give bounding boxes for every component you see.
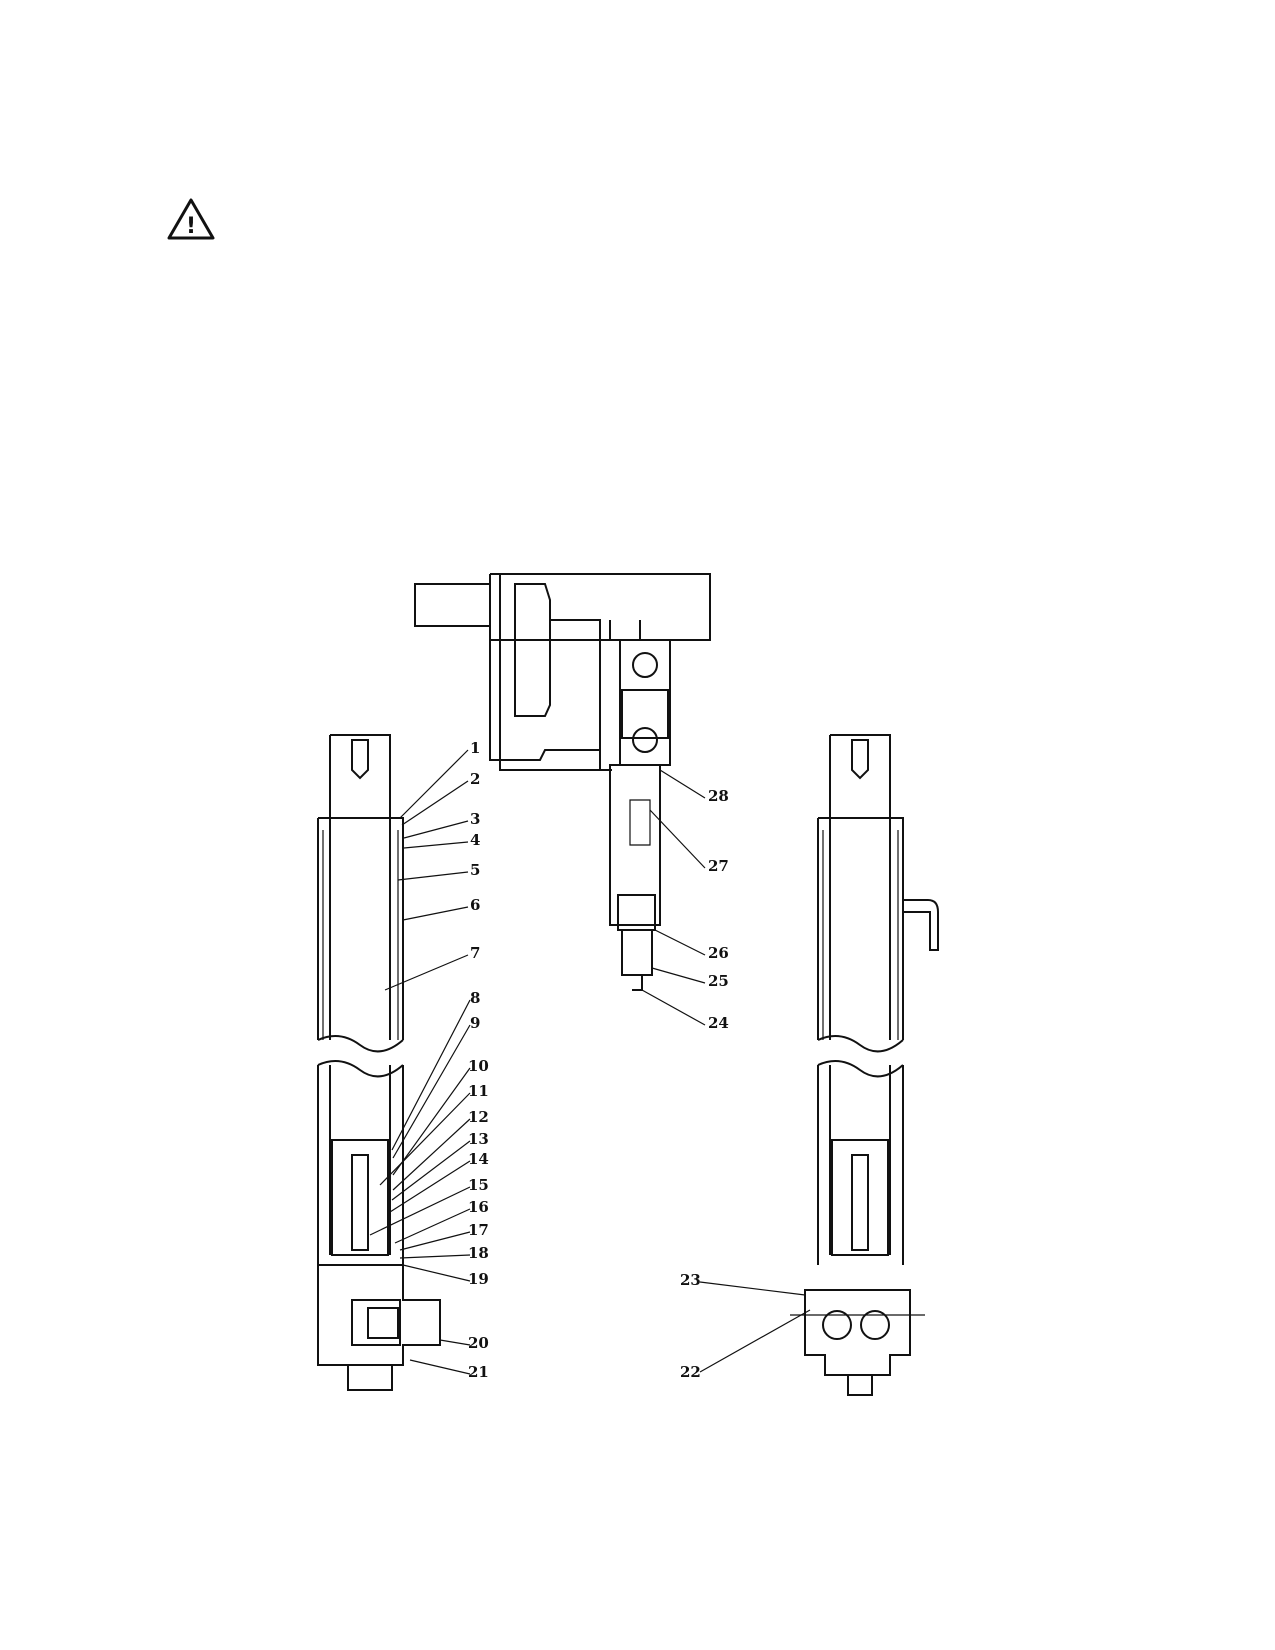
callout-23: 23 <box>680 1271 701 1289</box>
callout-27: 27 <box>708 857 729 875</box>
callout-28: 28 <box>708 787 729 805</box>
leader-lines <box>369 749 811 1375</box>
callout-8: 8 <box>470 989 480 1007</box>
callout-5: 5 <box>470 861 480 879</box>
callout-13: 13 <box>468 1130 489 1148</box>
callout-7: 7 <box>470 944 480 962</box>
callout-3: 3 <box>470 810 480 828</box>
callout-1: 1 <box>470 739 480 757</box>
callout-16: 16 <box>468 1198 489 1216</box>
callout-6: 6 <box>470 896 480 914</box>
callout-26: 26 <box>708 944 729 962</box>
callout-4: 4 <box>470 831 480 849</box>
callout-10: 10 <box>468 1057 489 1075</box>
callout-11: 11 <box>468 1082 489 1100</box>
callout-22: 22 <box>680 1363 701 1381</box>
warning-glyph: ! <box>186 214 196 239</box>
right-cylinder <box>790 734 939 1396</box>
callout-12: 12 <box>468 1108 489 1126</box>
left-cylinder <box>317 734 441 1391</box>
callout-2: 2 <box>470 770 480 788</box>
callout-20: 20 <box>468 1334 489 1352</box>
callout-9: 9 <box>470 1014 480 1032</box>
callout-14: 14 <box>468 1150 489 1168</box>
warning-triangle-icon: ! <box>167 198 215 240</box>
callout-15: 15 <box>468 1176 489 1194</box>
callout-19: 19 <box>468 1270 489 1288</box>
callout-labels: 1 2 3 4 5 6 7 8 9 10 11 12 13 14 15 16 1… <box>468 739 729 1381</box>
callout-18: 18 <box>468 1244 489 1262</box>
callout-17: 17 <box>468 1221 489 1239</box>
top-mount-assembly <box>414 573 711 991</box>
callout-21: 21 <box>468 1363 489 1381</box>
callout-25: 25 <box>708 972 729 990</box>
callout-24: 24 <box>708 1014 729 1032</box>
